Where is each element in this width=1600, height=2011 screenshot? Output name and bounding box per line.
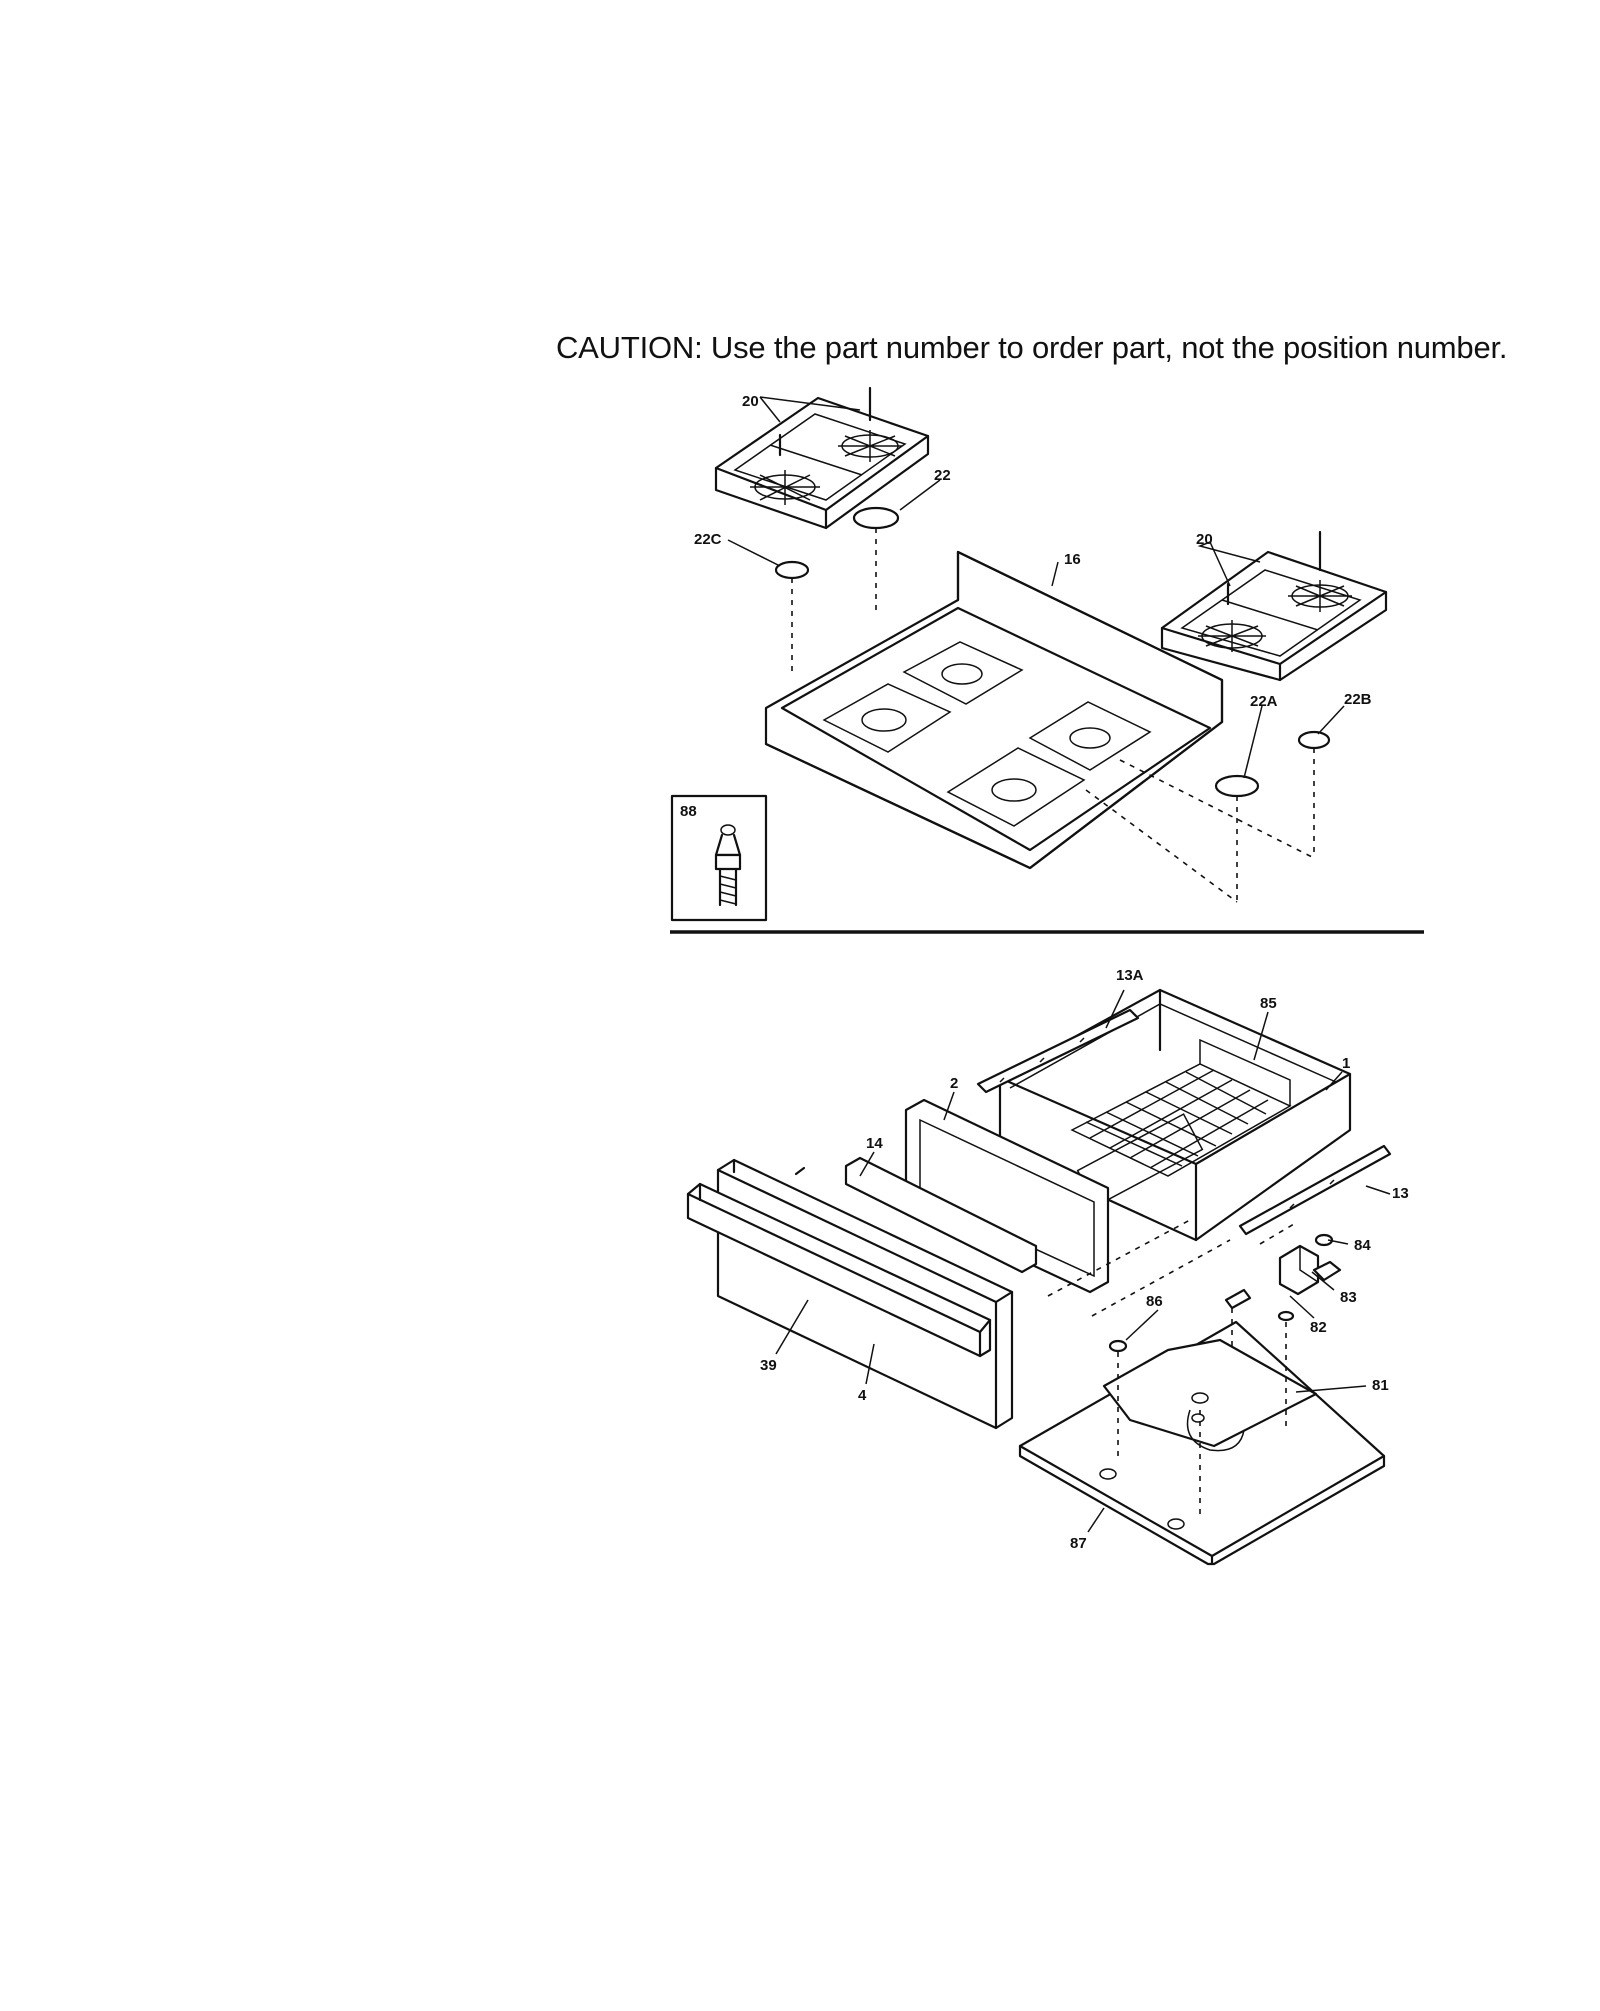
- label-part-83: 83: [1340, 1289, 1357, 1306]
- label-grate-left: 20: [742, 393, 759, 410]
- label-front-4: 4: [858, 1387, 867, 1404]
- label-glass-14: 14: [866, 1135, 883, 1152]
- small-parts: [1108, 1233, 1342, 1353]
- dash-lines-top: [791, 528, 1315, 903]
- cooktop: [764, 550, 1224, 870]
- label-cap-22c: 22C: [694, 531, 722, 548]
- label-part-84: 84: [1354, 1237, 1371, 1254]
- spark-ignitor-inset: [670, 794, 768, 922]
- label-drawer-body-1: 1: [1342, 1055, 1350, 1072]
- label-burner-81: 81: [1372, 1377, 1389, 1394]
- label-cooktop: 16: [1064, 551, 1081, 568]
- label-bottom-87: 87: [1070, 1535, 1087, 1552]
- label-grate-right: 20: [1196, 531, 1213, 548]
- label-cap-22b: 22B: [1344, 691, 1372, 708]
- drawer-front: [686, 1158, 1014, 1430]
- left-grate: [714, 386, 930, 530]
- dash-lines-bottom: [1047, 1219, 1295, 1520]
- label-spark-88: 88: [680, 803, 697, 820]
- label-cap-22a: 22A: [1250, 693, 1278, 710]
- burner-caps: [774, 506, 1331, 798]
- right-grate: [1160, 530, 1388, 682]
- label-cap-22: 22: [934, 467, 951, 484]
- label-rack-85: 85: [1260, 995, 1277, 1012]
- oven-bottom: [1018, 1320, 1386, 1566]
- label-part-86: 86: [1146, 1293, 1163, 1310]
- slide-rails: [976, 1008, 1392, 1236]
- callout-labels: 20 22 22C 16 20 22A 22B 88 13A 85 1 2 13…: [680, 393, 1409, 1552]
- label-part-82: 82: [1310, 1319, 1327, 1336]
- label-rail-13: 13: [1392, 1185, 1409, 1202]
- caution-note: CAUTION: Use the part number to order pa…: [556, 330, 1508, 365]
- label-rail-13a: 13A: [1116, 967, 1144, 984]
- label-handle-39: 39: [760, 1357, 777, 1374]
- label-liner-2: 2: [950, 1075, 958, 1092]
- leader-lines: [727, 396, 1391, 1533]
- drawer-glass: [844, 1156, 1038, 1274]
